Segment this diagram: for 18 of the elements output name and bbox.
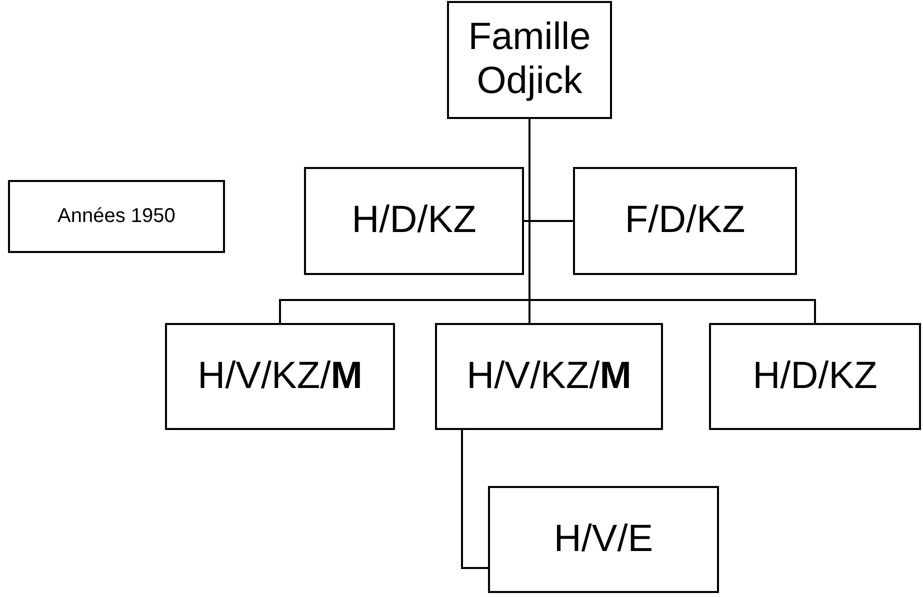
person-box	[304, 167, 524, 275]
person-box	[709, 323, 921, 430]
person-box	[8, 180, 225, 253]
person-box	[573, 167, 797, 275]
connector-line	[524, 220, 573, 222]
node-label: H/V/E	[554, 518, 654, 562]
period-label: Années 1950	[58, 205, 176, 228]
person-box	[447, 1, 612, 119]
node-label: H/D/KZ	[752, 354, 878, 398]
person-box	[435, 323, 663, 430]
person-box	[488, 486, 719, 593]
node-label: H/V/KZ/M	[466, 354, 632, 398]
person-box	[165, 323, 395, 430]
node-label: F/D/KZ	[624, 199, 746, 243]
node-label: Famille Odjick	[467, 16, 592, 104]
node-label: H/D/KZ	[352, 199, 476, 243]
node-label: H/V/KZ/M	[198, 354, 362, 398]
connector-line	[461, 430, 488, 569]
